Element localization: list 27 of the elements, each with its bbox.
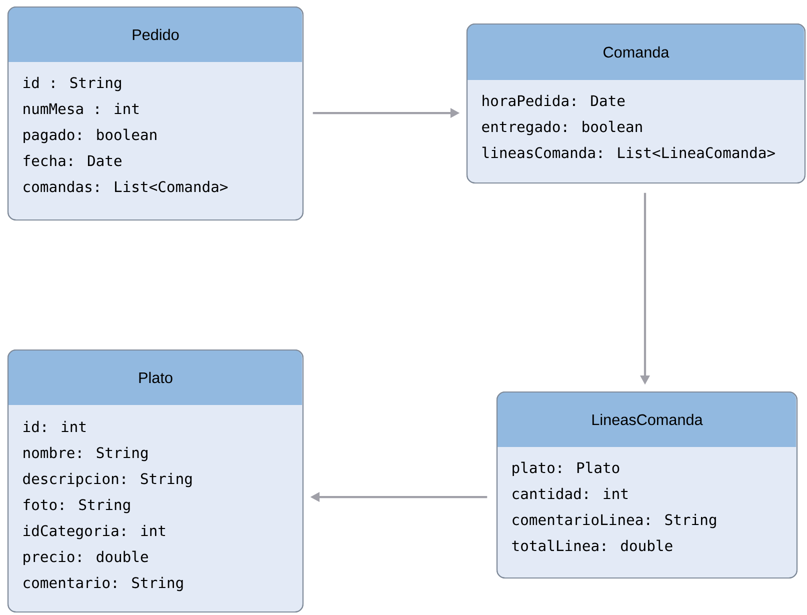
attribute: comentarioLinea: String [512, 514, 716, 528]
attribute: fecha: Date [24, 154, 122, 166]
class-name: Comanda [604, 46, 670, 58]
class-box [466, 23, 806, 184]
attribute: numMesa : int [24, 102, 139, 114]
class-name: LineasComanda [592, 414, 703, 426]
attribute: id : String [24, 76, 121, 92]
attribute: idCategoria: int [24, 524, 166, 540]
class-box [7, 6, 304, 221]
class-box [496, 391, 798, 579]
attribute: entregado: boolean [482, 120, 642, 136]
attribute: lineasComanda: List<LineaComanda> [482, 146, 775, 158]
attribute: precio: double [24, 550, 148, 566]
class-box [7, 349, 304, 613]
class-name: Pedido [132, 28, 179, 40]
attribute: comandas: List<Comanda> [24, 180, 228, 192]
attribute: totalLinea: double [512, 540, 672, 552]
attribute: id: int [24, 420, 86, 432]
attribute: descripcion: String [23, 472, 192, 488]
attribute: horaPedida: Date [482, 94, 625, 106]
attribute: comentario: String [24, 576, 183, 592]
attribute: plato: Plato [512, 462, 620, 476]
attribute: nombre: String [24, 446, 148, 462]
class-name: Plato [139, 372, 172, 384]
attribute: pagado: boolean [24, 128, 156, 144]
attribute: cantidad: int [512, 488, 628, 500]
attribute: foto: String [24, 498, 130, 514]
